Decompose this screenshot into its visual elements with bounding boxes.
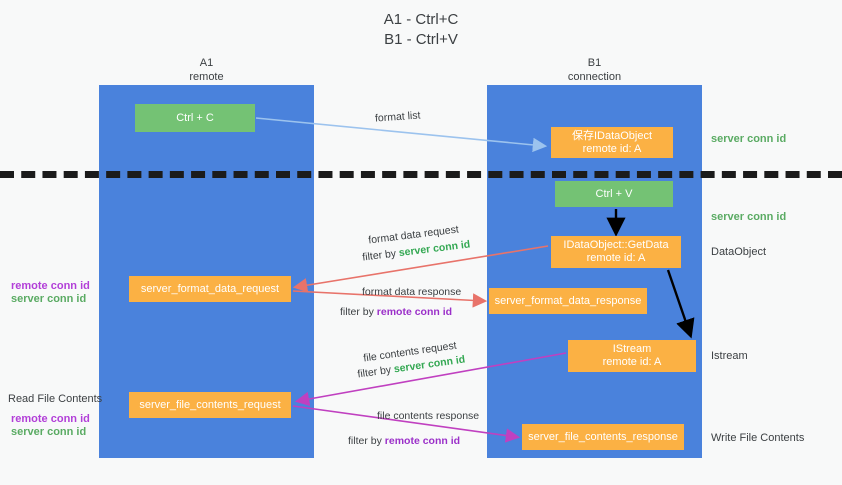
filter-key-remote-conn-id: remote conn id — [376, 306, 453, 318]
edge-label-file-contents-response: file contents response — [377, 410, 480, 422]
edge-label-format-data-response: format data response — [362, 286, 462, 298]
box-istream[interactable]: IStream remote id: A — [568, 340, 696, 372]
filter-key-remote-conn-id: remote conn id — [384, 435, 461, 447]
edge-label-file-contents-response-filter: filter by remote conn id — [348, 434, 460, 448]
arrow-format-data-response — [292, 290, 488, 308]
left-label-server-conn-id-low: server conn id — [11, 426, 87, 438]
box-ctrl-v[interactable]: Ctrl + V — [555, 181, 673, 207]
box-server-format-data-request[interactable]: server_format_data_request — [129, 276, 291, 302]
swimlane-a1-header: A1 remote — [189, 57, 224, 83]
box-ctrl-c[interactable]: Ctrl + C — [135, 104, 255, 132]
box-server-file-contents-request[interactable]: server_file_contents_request — [129, 392, 291, 418]
arrow-format-data-request — [292, 245, 549, 293]
page-title: A1 - Ctrl+C B1 - Ctrl+V — [383, 11, 459, 48]
right-label-istream: Istream — [711, 350, 748, 362]
arrow-file-contents-request — [294, 352, 567, 407]
box-idataobject-getdata[interactable]: IDataObject::GetData remote id: A — [551, 236, 681, 268]
arrow-format-list — [255, 117, 548, 153]
right-label-write-file-contents: Write File Contents — [711, 432, 805, 444]
right-label-dataobject: DataObject — [711, 246, 767, 258]
edge-label-format-data-response-filter: filter by remote conn id — [340, 305, 452, 319]
left-label-read-file-contents: Read File Contents — [8, 393, 103, 405]
arrow-getdata-to-istream — [666, 269, 695, 339]
filter-prefix: filter by — [348, 435, 385, 447]
left-label-server-conn-id-mid: server conn id — [11, 293, 87, 305]
right-label-server-conn-id-top: server conn id — [711, 133, 787, 145]
box-save-idataobject[interactable]: 保存IDataObject remote id: A — [551, 127, 673, 158]
swimlane-b1-header: B1 connection — [567, 57, 622, 83]
box-server-file-contents-response[interactable]: server_file_contents_response — [522, 424, 684, 450]
box-server-format-data-response[interactable]: server_format_data_response — [489, 288, 647, 314]
phase-divider — [0, 171, 842, 178]
left-label-remote-conn-id-mid: remote conn id — [11, 280, 90, 292]
right-label-server-conn-id-mid: server conn id — [711, 211, 787, 223]
left-label-remote-conn-id-low: remote conn id — [11, 413, 90, 425]
filter-prefix: filter by — [340, 306, 377, 318]
arrow-file-contents-response — [292, 405, 521, 443]
